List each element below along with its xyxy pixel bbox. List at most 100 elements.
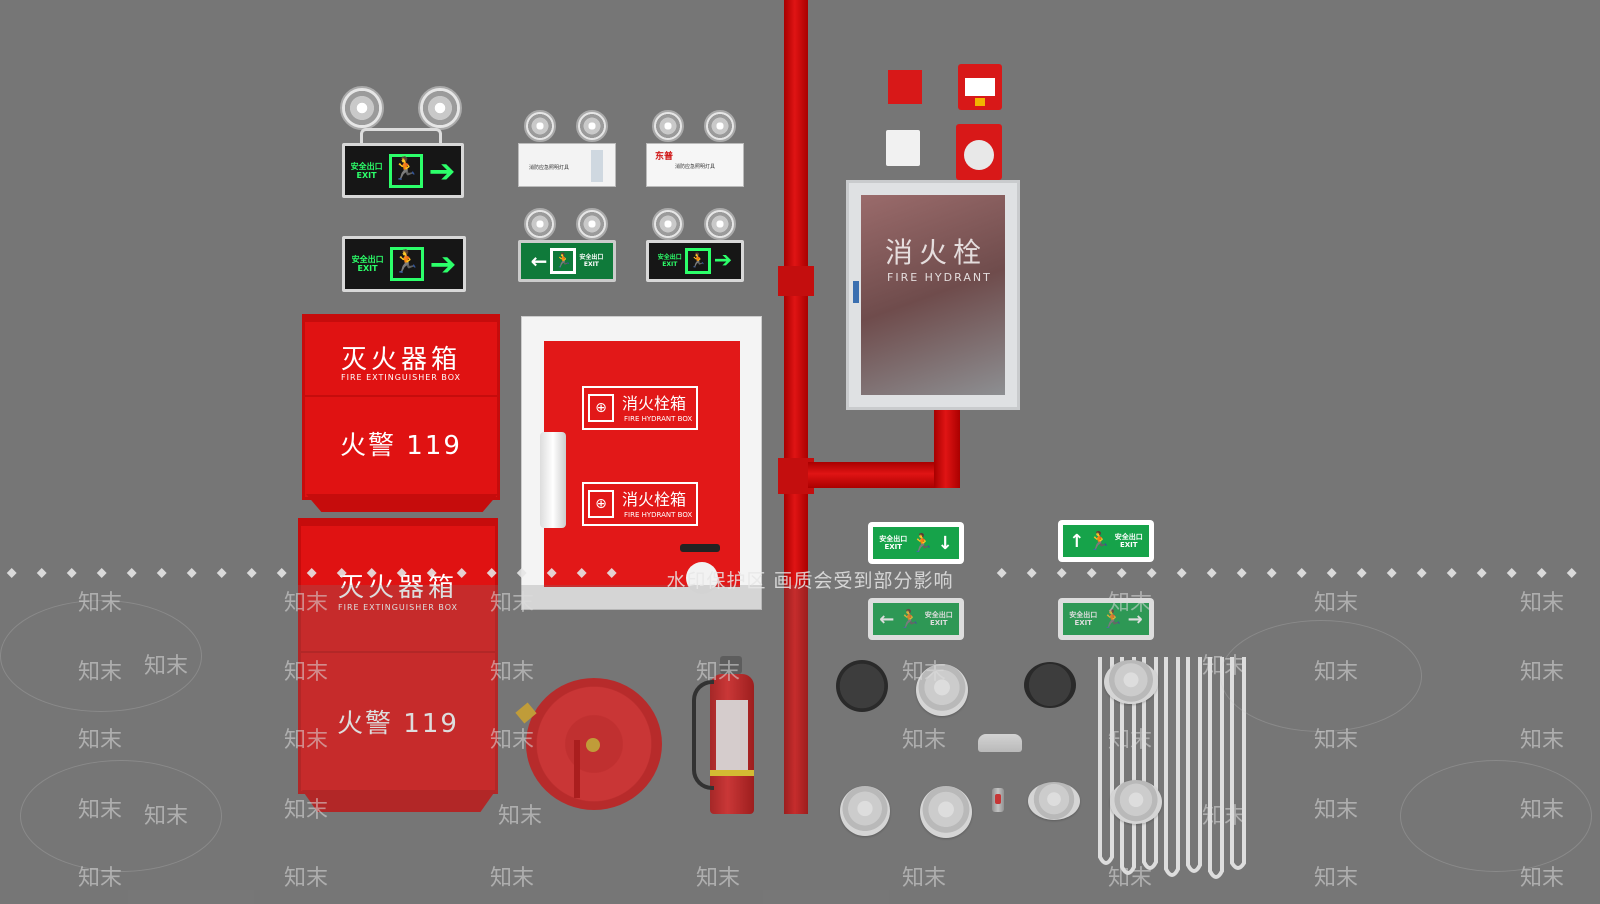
lamp-head-icon bbox=[524, 208, 556, 240]
lamp-head-icon bbox=[704, 110, 736, 142]
lamp-head-icon bbox=[576, 110, 608, 142]
running-man-icon: 🏃 bbox=[1088, 530, 1111, 552]
watermark-mark: 知末 bbox=[1520, 798, 1565, 823]
alarm-bell-red bbox=[956, 124, 1002, 180]
arrow-right-icon: ➔ bbox=[429, 245, 457, 283]
watermark-mark: 知末 bbox=[490, 866, 535, 891]
cabinet-handle[interactable] bbox=[853, 281, 859, 303]
sprinkler-head bbox=[992, 788, 1004, 812]
watermark-mark: 知末 bbox=[78, 660, 123, 685]
extinguisher-hose bbox=[692, 680, 714, 790]
watermark-mark: 知末 bbox=[902, 866, 947, 891]
ceiling-speaker bbox=[836, 660, 888, 712]
hydrant-label-zh: 消火栓箱 bbox=[622, 394, 687, 413]
emergency-light-brand: 东普 bbox=[655, 152, 674, 162]
lamp-head-icon bbox=[704, 208, 736, 240]
extinguisher-stripe bbox=[710, 770, 754, 776]
lamp-head-icon bbox=[418, 86, 462, 130]
watermark-ring bbox=[1400, 760, 1592, 872]
hydrant-cabinet: 消火栓 FIRE HYDRANT bbox=[846, 180, 1020, 410]
running-man-icon: 🏃 bbox=[389, 247, 424, 281]
arrow-right-icon: ➔ bbox=[428, 151, 456, 190]
watermark-mark: 知末 bbox=[498, 804, 543, 829]
ceiling-speaker bbox=[1024, 662, 1076, 708]
indicator-strip bbox=[591, 150, 603, 182]
running-man-icon: 🏃 bbox=[684, 248, 711, 274]
fire-pipe-vertical bbox=[784, 0, 808, 814]
watermark-mark: 知末 bbox=[78, 728, 123, 753]
watermark-mark: 知末 bbox=[1314, 728, 1359, 753]
arrow-right-icon: ➔ bbox=[713, 248, 733, 273]
watermark-mark: 知末 bbox=[1520, 866, 1565, 891]
extinguisher-head bbox=[720, 656, 742, 674]
watermark-mark: 知末 bbox=[1314, 798, 1359, 823]
emergency-light-panel: 消防应急照明灯具 bbox=[518, 143, 616, 187]
watermark-mark: 知末 bbox=[144, 804, 189, 829]
heat-detector bbox=[840, 786, 890, 836]
lamp-head-icon bbox=[576, 208, 608, 240]
cabinet-text-en: FIRE HYDRANT bbox=[887, 271, 992, 284]
watermark-mark: 知末 bbox=[696, 866, 741, 891]
box-title-zh: 灭火器箱 bbox=[337, 573, 458, 603]
watermark-mark: 知末 bbox=[1520, 591, 1565, 616]
fire-pipe-riser bbox=[934, 406, 960, 488]
running-man-icon: 🏃 bbox=[898, 608, 921, 630]
box-phone: 火警 119 bbox=[340, 431, 462, 461]
exit-text-en: EXIT bbox=[356, 170, 377, 180]
alarm-module-red-small bbox=[888, 70, 922, 104]
lamp-head-icon bbox=[524, 110, 556, 142]
running-man-icon: 🏃 bbox=[388, 153, 423, 188]
exit-text-zh: 安全出口 bbox=[351, 255, 384, 264]
pipe-coupling bbox=[778, 266, 814, 296]
cabinet-text-zh: 消火栓 bbox=[885, 236, 988, 269]
emergency-light-label: 消防应急照明灯具 bbox=[675, 164, 716, 170]
box-divider bbox=[301, 651, 495, 653]
detector-base bbox=[978, 734, 1022, 752]
hydrant-box-label-bottom: ⊕ 消火栓箱 FIRE HYDRANT BOX bbox=[582, 482, 698, 526]
box-title-zh: 灭火器箱 bbox=[340, 345, 461, 375]
hose-nozzle bbox=[540, 432, 566, 528]
box-foot bbox=[302, 790, 496, 812]
lamp-bracket bbox=[360, 128, 442, 144]
arrow-down-icon: ↓ bbox=[937, 532, 953, 554]
extinguisher-label bbox=[716, 700, 748, 770]
watermark-mark: 知末 bbox=[902, 728, 947, 753]
smoke-detector bbox=[1110, 780, 1162, 824]
hydrant-icon: ⊕ bbox=[588, 490, 614, 518]
arrow-left-icon: ← bbox=[530, 249, 548, 273]
lamp-head-icon bbox=[340, 86, 384, 130]
running-man-icon: 🏃 bbox=[550, 248, 577, 274]
box-phone: 火警 119 bbox=[337, 709, 459, 739]
lamp-head-icon bbox=[652, 208, 684, 240]
arrow-right-icon: → bbox=[1127, 608, 1143, 630]
hose-reel-brass bbox=[586, 738, 600, 752]
exit-text-en: EXIT bbox=[357, 264, 378, 273]
hose-coil-lines bbox=[1098, 657, 1246, 879]
box-title-en: FIRE EXTINGUISHER BOX bbox=[337, 603, 459, 612]
watermark-mark: 知末 bbox=[78, 591, 123, 616]
watermark-mark: 知末 bbox=[78, 798, 123, 823]
watermark-mark: 知末 bbox=[1314, 866, 1359, 891]
hydrant-label-en: FIRE HYDRANT BOX bbox=[624, 415, 693, 423]
watermark-mark: 知末 bbox=[1314, 660, 1359, 685]
watermark-caption: 水印保护区 画质会受到部分影响 bbox=[666, 570, 954, 592]
cabinet-glass: 消火栓 FIRE HYDRANT bbox=[861, 195, 1005, 395]
box-divider bbox=[305, 395, 497, 397]
watermark-ring bbox=[20, 760, 222, 872]
watermark-mark: 知末 bbox=[144, 654, 189, 679]
watermark-mark: 知末 bbox=[1520, 728, 1565, 753]
smoke-detector bbox=[920, 786, 972, 838]
hydrant-label-en: FIRE HYDRANT BOX bbox=[624, 511, 693, 519]
alarm-module-white bbox=[886, 130, 920, 166]
emergency-light-panel: 东普 消防应急照明灯具 bbox=[646, 143, 744, 187]
running-man-icon: 🏃 bbox=[1101, 608, 1124, 630]
extinguisher-box-top: 灭火器箱 FIRE EXTINGUISHER BOX 火警 119 bbox=[302, 314, 500, 500]
hydrant-icon: ⊕ bbox=[588, 394, 614, 422]
box-title-en: FIRE EXTINGUISHER BOX bbox=[340, 373, 462, 382]
extinguisher-box-bottom: 灭火器箱 FIRE EXTINGUISHER BOX 火警 119 bbox=[298, 518, 498, 794]
